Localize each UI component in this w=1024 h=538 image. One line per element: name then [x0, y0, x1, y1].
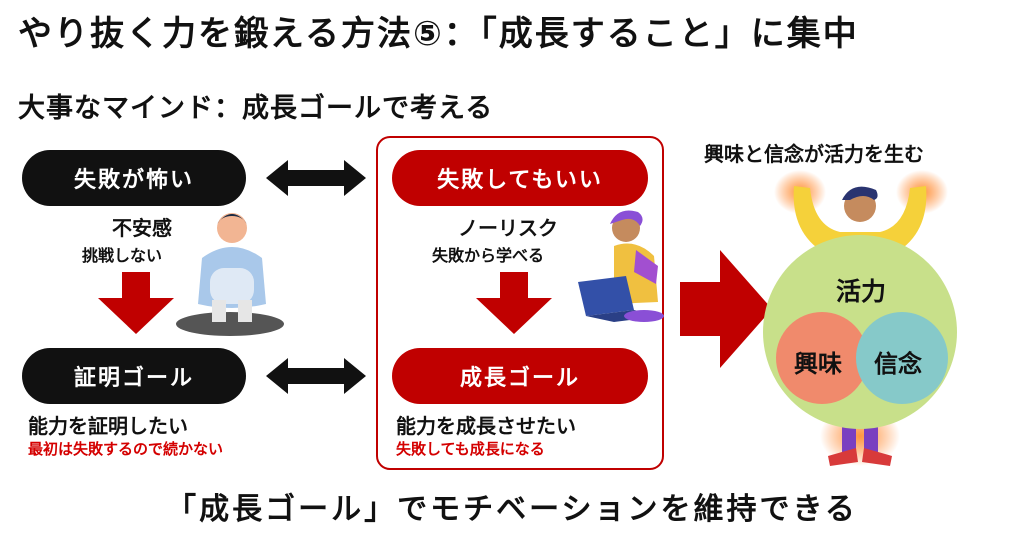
learn-from-failure-label: 失敗から学べる — [432, 246, 545, 265]
anxiety-label: 不安感 — [112, 216, 172, 240]
venn-diagram — [763, 235, 957, 429]
down-arrow-right-icon — [476, 272, 552, 334]
page-subtitle: 大事なマインド：成長ゴールで考える — [18, 93, 494, 124]
ok-to-fail-pill: 失敗してもいい — [392, 150, 648, 206]
anxious-person-illustration — [176, 213, 284, 336]
down-arrow-left-icon — [98, 272, 174, 334]
fear-of-failure-pill: 失敗が怖い — [22, 150, 246, 206]
venn-interest-label: 興味 — [794, 350, 842, 378]
give-up-label: 最初は失敗するので続かない — [28, 440, 224, 458]
growth-from-failure-label: 失敗しても成長になる — [396, 440, 545, 458]
venn-belief-label: 信念 — [874, 350, 922, 378]
want-prove-label: 能力を証明したい — [28, 414, 188, 438]
growth-goal-pill: 成長ゴール — [392, 348, 648, 404]
growth-panel — [376, 136, 664, 470]
page-title: やり抜く力を鍛える方法⑤：「成長すること」に集中 — [18, 14, 859, 54]
interest-circle — [776, 312, 868, 404]
learning-person-illustration — [578, 210, 664, 322]
want-grow-label: 能力を成長させたい — [396, 414, 576, 438]
big-right-arrow-icon — [680, 250, 772, 368]
double-arrow-top-icon — [266, 160, 366, 196]
no-risk-label: ノーリスク — [458, 216, 558, 240]
no-challenge-label: 挑戦しない — [82, 246, 163, 265]
bottom-message: 「成長ゴール」でモチベーションを維持できる — [166, 492, 858, 527]
venn-caption: 興味と信念が活力を生む — [704, 142, 924, 166]
belief-circle — [856, 312, 948, 404]
double-arrow-bottom-icon — [266, 358, 366, 394]
venn-outer-label: 活力 — [836, 277, 887, 306]
proof-goal-pill: 証明ゴール — [22, 348, 246, 404]
